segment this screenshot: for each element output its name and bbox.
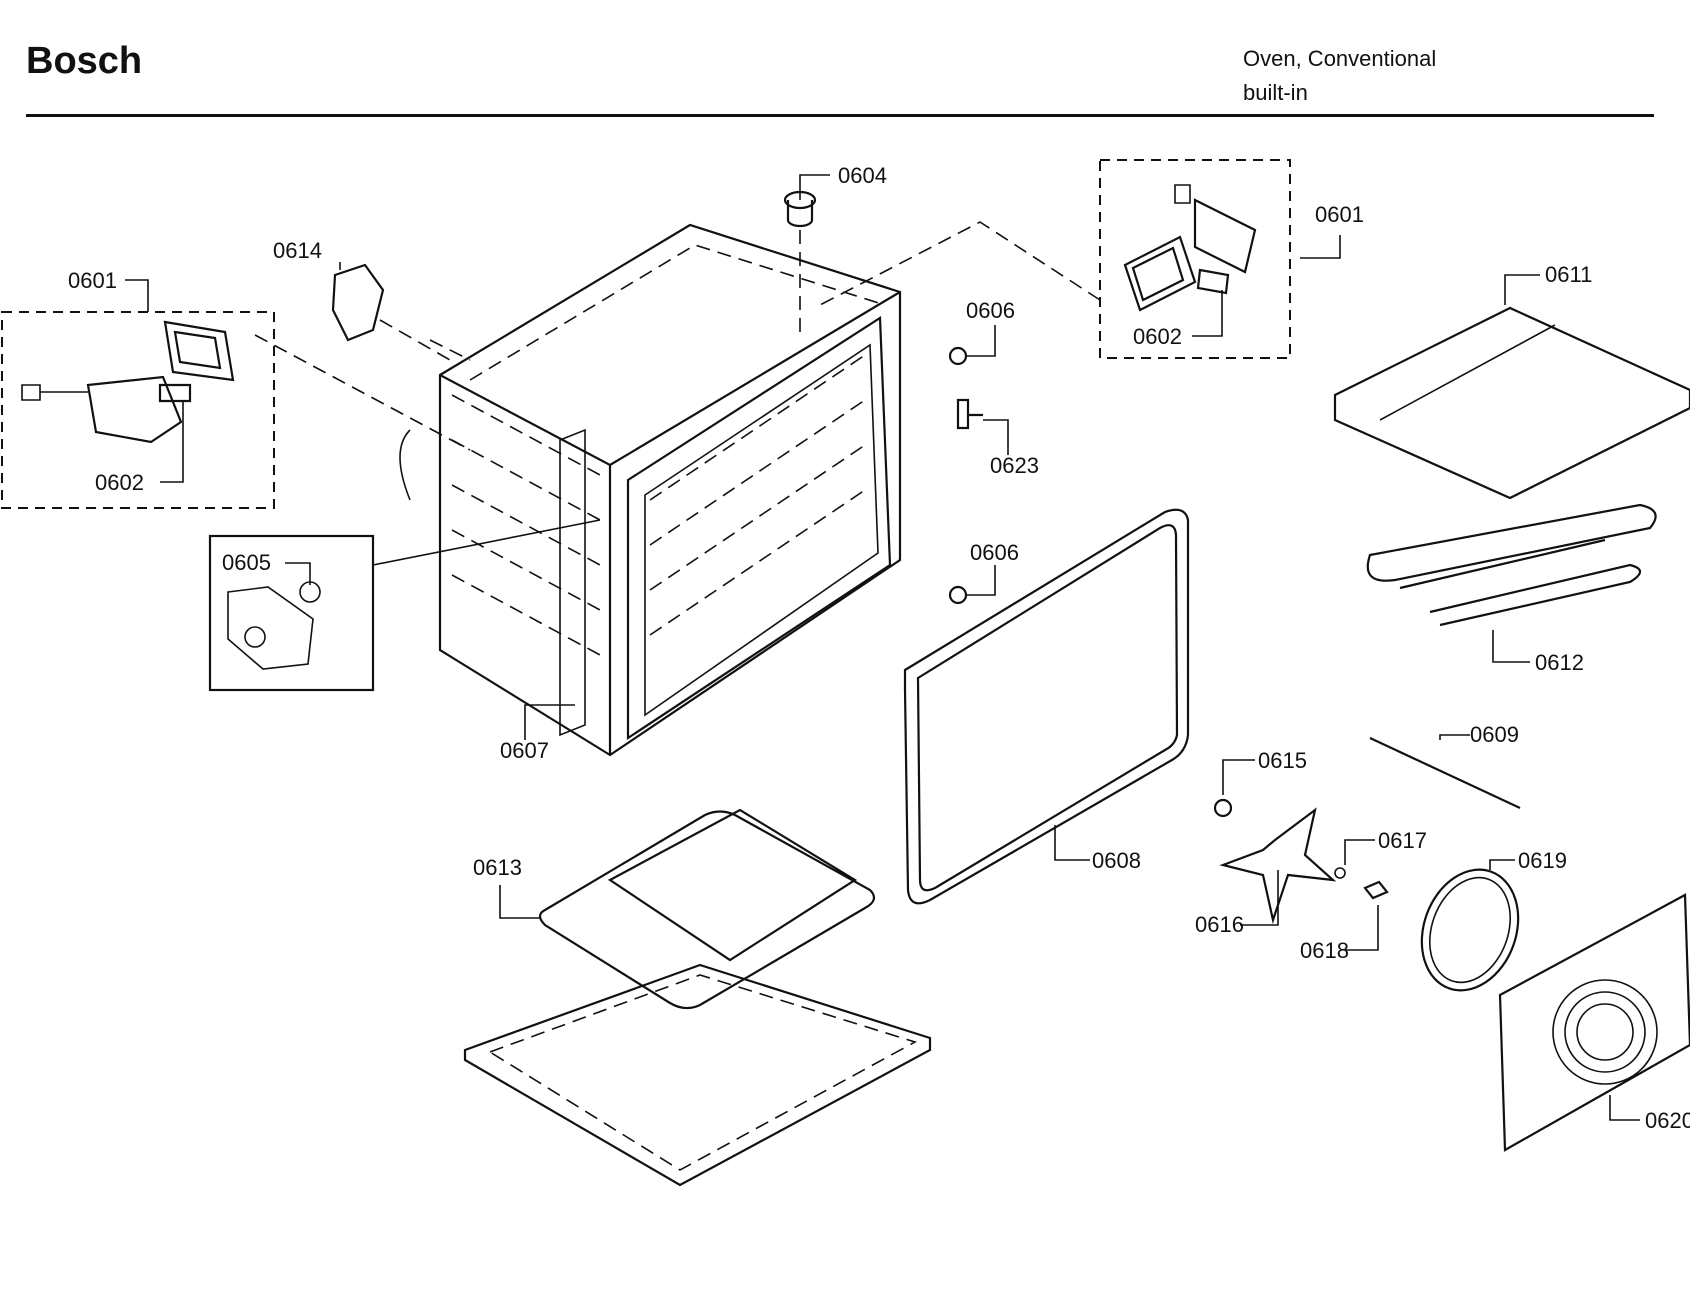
label-0617: 0617: [1378, 828, 1427, 853]
part-0609-sensor-rod: [1369, 737, 1521, 809]
part-0620-rear-panel: [1498, 893, 1690, 1152]
label-0606-lower: 0606: [970, 540, 1019, 565]
lamp-connector-right: [1174, 184, 1191, 204]
part-0615-washer: [1213, 798, 1233, 818]
label-0618: 0618: [1300, 938, 1349, 963]
label-0601-left: 0601: [68, 268, 117, 293]
oven-bottom-panel: [463, 963, 932, 1187]
product-install: built-in: [1243, 80, 1308, 105]
label-0604: 0604: [838, 163, 887, 188]
label-0601-right: 0601: [1315, 202, 1364, 227]
lamp-assembly-right: [819, 159, 1291, 359]
lamp-assembly-right-box: [1099, 159, 1291, 359]
lamp-lens-left: [163, 320, 235, 382]
part-0616-fan-blade: [1219, 807, 1337, 925]
lamp-connector-left: [21, 384, 88, 401]
part-0618-cap: [1363, 880, 1389, 900]
part-0611-top-cover: [1333, 306, 1690, 500]
label-0602-right: 0602: [1133, 324, 1182, 349]
part-0612-broil-element: [1366, 503, 1657, 627]
label-0606-upper: 0606: [966, 298, 1015, 323]
label-0612: 0612: [1535, 650, 1584, 675]
oven-cavity: [399, 223, 902, 757]
product-type: Oven, Conventional: [1243, 46, 1437, 71]
lamp-housing-right: [1193, 198, 1257, 274]
label-0613: 0613: [473, 855, 522, 880]
part-0619-convection-element: [1420, 868, 1520, 992]
part-0608-door-gasket: [903, 508, 1190, 905]
label-0609: 0609: [1470, 722, 1519, 747]
label-0619: 0619: [1518, 848, 1567, 873]
label-0608: 0608: [1092, 848, 1141, 873]
label-0607: 0607: [500, 738, 549, 763]
label-0611: 0611: [1545, 262, 1592, 287]
part-0614-lock: [331, 263, 385, 342]
header-rule: [26, 114, 1654, 117]
lamp-housing-left: [86, 375, 183, 444]
brand-title: Bosch: [26, 40, 143, 82]
label-0620: 0620: [1645, 1108, 1690, 1133]
part-0604-sensor: [783, 190, 817, 228]
lamp-assembly-left: [1, 311, 471, 509]
lamp-bulb-left: [158, 383, 192, 403]
lamp-lens-right: [1123, 235, 1197, 312]
rack-support-side: [559, 428, 586, 737]
part-0605-panel: [208, 519, 601, 692]
label-0616: 0616: [1195, 912, 1244, 937]
label-0614: 0614: [273, 238, 322, 263]
lamp-assembly-left-box: [1, 311, 275, 509]
part-0606-upper: [948, 346, 968, 366]
label-0605: 0605: [222, 550, 271, 575]
lamp-bulb-right: [1196, 268, 1230, 295]
part-0623-bracket: [956, 398, 983, 430]
product-description: Oven, Conventional built-in: [1243, 42, 1436, 110]
part-0613-bake-element: [538, 808, 876, 1010]
label-0623: 0623: [990, 453, 1039, 478]
part-0617-nut: [1334, 867, 1346, 879]
label-0615: 0615: [1258, 748, 1307, 773]
part-0606-lower: [948, 585, 968, 605]
label-0602-left: 0602: [95, 470, 144, 495]
